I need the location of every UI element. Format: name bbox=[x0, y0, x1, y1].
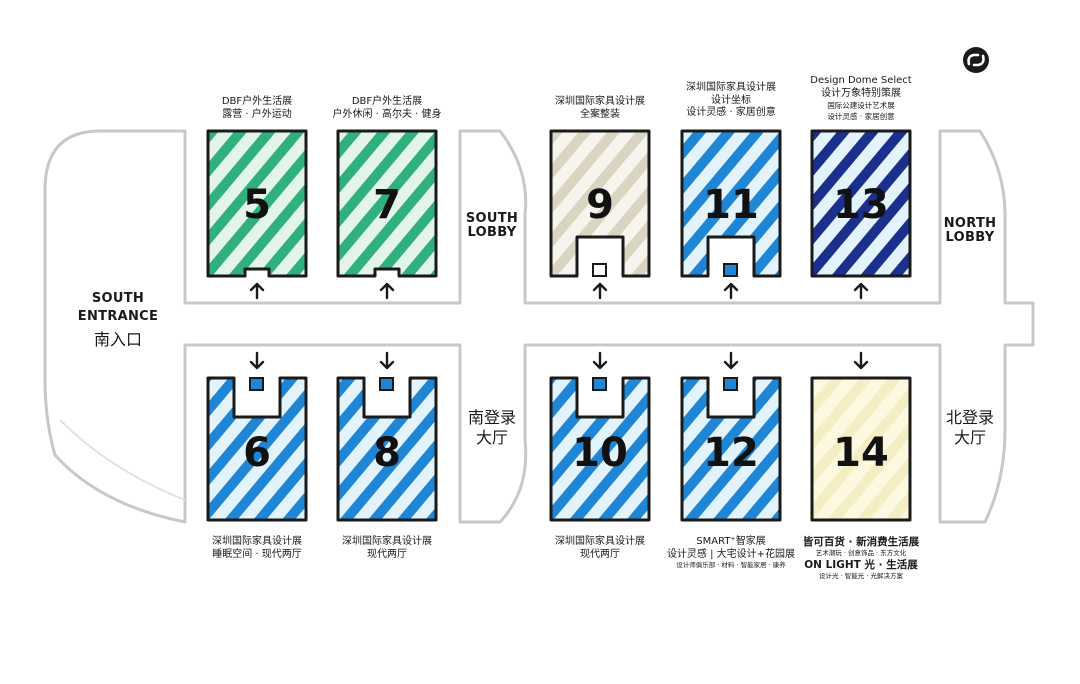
hall-7[interactable]: 7 bbox=[336, 129, 438, 278]
up-arrow-icon bbox=[592, 282, 608, 300]
hall-9-caption: 深圳国际家具设计展 全案整装 bbox=[530, 96, 670, 121]
up-arrow-icon bbox=[379, 282, 395, 300]
caption-line: 设计坐标 bbox=[711, 94, 751, 106]
hall-14-caption: 皆可百货 · 新消费生活展 艺术潮玩 · 创意饰品 · 东方文化 ON LIGH… bbox=[786, 536, 936, 582]
hall-8[interactable]: 8 bbox=[336, 376, 438, 522]
hall-7-caption: DBF户外生活展 户外休闲 · 高尔夫 · 健身 bbox=[317, 96, 457, 121]
hall-number: 8 bbox=[373, 430, 401, 476]
south-lobby-line1: SOUTH bbox=[465, 211, 519, 226]
up-arrow-icon bbox=[723, 282, 739, 300]
hall-14[interactable]: 14 bbox=[810, 376, 912, 522]
caption-line: 设计灵感 | 大宅设计+花园展 bbox=[666, 548, 796, 560]
hall-number: 9 bbox=[586, 182, 614, 228]
caption-line: 现代两厅 bbox=[580, 548, 620, 560]
caption-line: 深圳国际家具设计展 bbox=[686, 82, 776, 93]
hall-5[interactable]: 5 bbox=[206, 129, 308, 278]
caption-line: 现代两厅 bbox=[367, 548, 407, 560]
hall-10[interactable]: 10 bbox=[549, 376, 651, 522]
down-arrow-icon bbox=[853, 351, 869, 370]
caption-line: 皆可百货 · 新消费生活展 bbox=[802, 536, 920, 548]
hall-10-caption: 深圳国际家具设计展 现代两厅 bbox=[530, 536, 670, 561]
caption-line: 设计灵感 · 家居创意 bbox=[686, 107, 776, 118]
south-entrance-line2: ENTRANCE bbox=[77, 309, 159, 325]
hall-8-caption: 深圳国际家具设计展 现代两厅 bbox=[317, 536, 457, 561]
caption-line: 全案整装 bbox=[580, 108, 620, 120]
hall-number: 6 bbox=[243, 430, 271, 476]
south-lobby-line2: LOBBY bbox=[467, 225, 517, 241]
hall-5-caption: DBF户外生活展 露营 · 户外运动 bbox=[187, 96, 327, 121]
south-lobby-cn-line2: 大厅 bbox=[475, 428, 508, 447]
caption-line: 设计光 · 智能光 · 光解决方案 bbox=[819, 572, 903, 580]
south-entrance-cn: 南入口 bbox=[93, 330, 142, 349]
north-lobby-cn: 北登录 大厅 bbox=[930, 408, 1010, 448]
south-entrance-label: SOUTH ENTRANCE bbox=[68, 291, 168, 325]
down-arrow-icon bbox=[592, 351, 608, 370]
caption-line: DBF户外生活展 bbox=[351, 96, 423, 107]
north-lobby-line2: LOBBY bbox=[945, 230, 995, 246]
hall-12[interactable]: 12 bbox=[680, 376, 782, 522]
corridor-outline bbox=[43, 129, 1035, 524]
south-lobby-label: SOUTH LOBBY bbox=[452, 211, 532, 241]
north-lobby-cn-line2: 大厅 bbox=[953, 428, 986, 447]
hall-number: 12 bbox=[703, 430, 759, 476]
hall-13[interactable]: 13 bbox=[810, 129, 912, 278]
caption-line: 露营 · 户外运动 bbox=[222, 108, 292, 120]
entry-arrows-top bbox=[249, 282, 869, 300]
up-arrow-icon bbox=[249, 282, 265, 300]
hall-13-caption: Design Dome Select 设计万象特别策展 国际公建设计艺术展 设计… bbox=[791, 75, 931, 123]
caption-line: 深圳国际家具设计展 bbox=[342, 536, 432, 547]
caption-line: Design Dome Select bbox=[810, 75, 912, 86]
hall-6-caption: 深圳国际家具设计展 睡眠空间 · 现代两厅 bbox=[187, 536, 327, 561]
caption-line: 国际公建设计艺术展 bbox=[827, 101, 895, 110]
hall-number: 10 bbox=[572, 430, 628, 476]
hall-number: 13 bbox=[833, 182, 889, 228]
down-arrow-icon bbox=[379, 351, 395, 370]
caption-line: 设计师俱乐部 · 材料 · 智能家居 · 康养 bbox=[676, 561, 786, 569]
south-lobby-cn: 南登录 大厅 bbox=[452, 408, 532, 448]
down-arrow-icon bbox=[249, 351, 265, 370]
hall-6[interactable]: 6 bbox=[206, 376, 308, 522]
hall-11-caption: 深圳国际家具设计展 设计坐标 设计灵感 · 家居创意 bbox=[661, 82, 801, 120]
north-lobby-cn-line1: 北登录 bbox=[945, 408, 994, 427]
caption-line: 深圳国际家具设计展 bbox=[555, 96, 645, 107]
hall-9[interactable]: 9 bbox=[549, 129, 651, 278]
link-icon bbox=[963, 47, 989, 73]
down-arrow-icon bbox=[723, 351, 739, 370]
north-lobby-line1: NORTH bbox=[943, 216, 997, 231]
south-entrance-line1: SOUTH bbox=[91, 291, 145, 306]
caption-line: 设计万象特别策展 bbox=[821, 87, 901, 99]
caption-line: 深圳国际家具设计展 bbox=[555, 536, 645, 547]
hall-number: 14 bbox=[833, 430, 889, 476]
hall-number: 7 bbox=[373, 182, 401, 228]
hall-12-caption: SMART⁺智家展 设计灵感 | 大宅设计+花园展 设计师俱乐部 · 材料 · … bbox=[656, 536, 806, 571]
caption-line: 艺术潮玩 · 创意饰品 · 东方文化 bbox=[815, 549, 907, 558]
caption-line: 户外休闲 · 高尔夫 · 健身 bbox=[332, 108, 442, 120]
north-lobby-label: NORTH LOBBY bbox=[930, 216, 1010, 246]
caption-line: DBF户外生活展 bbox=[221, 96, 293, 107]
entry-arrows-bottom bbox=[249, 351, 869, 370]
hall-number: 5 bbox=[243, 182, 271, 228]
hall-number: 11 bbox=[703, 182, 759, 228]
caption-line: ON LIGHT 光 · 生活展 bbox=[804, 558, 918, 571]
caption-line: SMART⁺智家展 bbox=[696, 536, 766, 547]
caption-line: 睡眠空间 · 现代两厅 bbox=[212, 548, 302, 560]
up-arrow-icon bbox=[853, 282, 869, 300]
corridor-divider bbox=[59, 419, 186, 501]
caption-line: 设计灵感 · 家居创意 bbox=[827, 112, 895, 122]
caption-line: 深圳国际家具设计展 bbox=[212, 536, 302, 547]
hall-11[interactable]: 11 bbox=[680, 129, 782, 278]
south-lobby-cn-line1: 南登录 bbox=[467, 408, 516, 427]
